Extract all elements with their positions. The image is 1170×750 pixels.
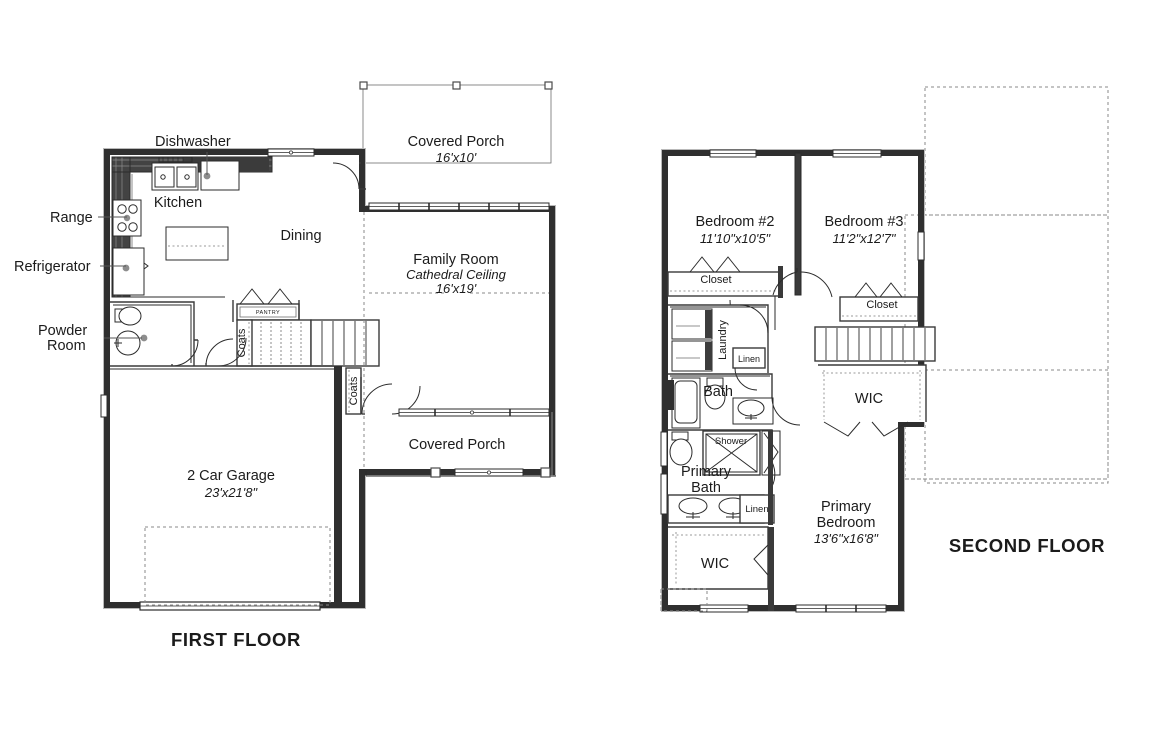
family-room-note: Cathedral Ceiling bbox=[406, 267, 506, 282]
pantry-label: PANTRY bbox=[256, 310, 280, 316]
covered-porch-front-outline bbox=[365, 408, 556, 478]
kitchen-sink bbox=[151, 156, 199, 191]
second-floor-title: SECOND FLOOR bbox=[949, 535, 1105, 556]
staircase-first-floor bbox=[250, 319, 380, 367]
range-label: Range bbox=[50, 210, 93, 226]
callout-refrigerator: Refrigerator bbox=[14, 259, 126, 275]
first-floor-plan: PANTRY Coa bbox=[14, 81, 556, 650]
callout-dishwasher: Dishwasher bbox=[155, 134, 231, 175]
refrigerator-label: Refrigerator bbox=[14, 259, 91, 275]
coats-closet-2: Coats bbox=[345, 367, 362, 415]
bedroom-partition-wall bbox=[794, 152, 802, 296]
porch-post bbox=[452, 81, 461, 90]
bedroom-2-label: Bedroom #2 bbox=[696, 214, 775, 230]
covered-porch-rear-dimensions: 16'x10' bbox=[436, 150, 477, 165]
closet-bedroom-3-label: Closet bbox=[866, 299, 897, 311]
staircase-second-floor bbox=[814, 326, 936, 362]
shower-label: Shower bbox=[715, 436, 747, 447]
first-floor-windows bbox=[100, 148, 550, 611]
refrigerator-fixture bbox=[112, 247, 149, 296]
rear-porch-door bbox=[332, 162, 366, 190]
coats-label-1: Coats bbox=[236, 328, 248, 357]
linen-primary-label: Linen bbox=[745, 504, 768, 515]
wic-upper-label: WIC bbox=[855, 391, 883, 407]
bedroom-3-label: Bedroom #3 bbox=[825, 214, 904, 230]
pantry-closet: PANTRY bbox=[232, 288, 300, 322]
covered-porch-rear-outline bbox=[359, 81, 553, 164]
garage-label: 2 Car Garage bbox=[187, 468, 275, 484]
wic-lower: WIC bbox=[668, 526, 769, 590]
primary-bedroom-walls bbox=[768, 430, 774, 611]
powder-room-label: Powder bbox=[38, 323, 87, 339]
linen-hall-closet: Linen bbox=[732, 347, 766, 391]
second-floor-plan: Closet Closet bbox=[660, 86, 1109, 613]
wic-lower-label: WIC bbox=[701, 556, 729, 572]
laundry-label: Laundry bbox=[717, 320, 729, 360]
foyer-doors bbox=[205, 337, 421, 415]
garage-slab-outline bbox=[144, 526, 331, 606]
second-floor-windows bbox=[660, 149, 925, 613]
powder-room bbox=[110, 301, 199, 367]
family-room-dimensions: 16'x19' bbox=[436, 281, 477, 296]
garage-dimensions: 23'x21'8" bbox=[204, 485, 259, 500]
family-room-ceiling-lines bbox=[363, 212, 549, 470]
covered-porch-rear-label: Covered Porch bbox=[408, 134, 505, 150]
first-floor-title: FIRST FLOOR bbox=[171, 629, 301, 650]
coats-label-2: Coats bbox=[348, 376, 360, 405]
closet-bedroom-2: Closet bbox=[667, 256, 783, 298]
family-room-label: Family Room bbox=[413, 252, 498, 268]
bedroom-2-dimensions: 11'10"x10'5" bbox=[700, 231, 772, 246]
powder-room-label-2: Room bbox=[47, 338, 86, 354]
second-floor-below-outline-left bbox=[660, 588, 708, 612]
hall-bath: Bath bbox=[668, 373, 801, 429]
primary-bath-label: Primary bbox=[681, 464, 732, 480]
bath-label: Bath bbox=[703, 384, 733, 400]
porch-post bbox=[540, 467, 551, 478]
porch-post bbox=[544, 81, 553, 90]
kitchen-label: Kitchen bbox=[154, 195, 202, 211]
wic-upper: WIC bbox=[818, 364, 927, 437]
callout-range: Range bbox=[50, 210, 127, 226]
linen-hall-label: Linen bbox=[738, 354, 760, 364]
garage-walls bbox=[110, 365, 342, 606]
primary-bedroom-label-2: Bedroom bbox=[817, 515, 876, 531]
dishwasher-label: Dishwasher bbox=[155, 134, 231, 150]
primary-bedroom-dimensions: 13'6"x16'8" bbox=[814, 531, 879, 546]
dining-label: Dining bbox=[280, 228, 321, 244]
callout-powder-room: Powder Room bbox=[38, 323, 142, 354]
primary-bath-label-2: Bath bbox=[691, 480, 721, 496]
covered-porch-front-label: Covered Porch bbox=[409, 437, 506, 453]
bedroom-3-dimensions: 11'2"x12'7" bbox=[832, 231, 896, 246]
toilet-fixture bbox=[114, 306, 142, 326]
kitchen-island bbox=[165, 226, 229, 261]
porch-post bbox=[430, 467, 441, 478]
bathroom-sink bbox=[114, 330, 141, 356]
closet-bedroom-3: Closet bbox=[839, 282, 919, 322]
porch-post bbox=[359, 81, 368, 90]
primary-bedroom-label: Primary bbox=[821, 499, 872, 515]
closet-bedroom-2-label: Closet bbox=[700, 274, 731, 286]
coats-closet-1: Coats bbox=[236, 319, 253, 367]
range-fixture bbox=[112, 199, 142, 237]
